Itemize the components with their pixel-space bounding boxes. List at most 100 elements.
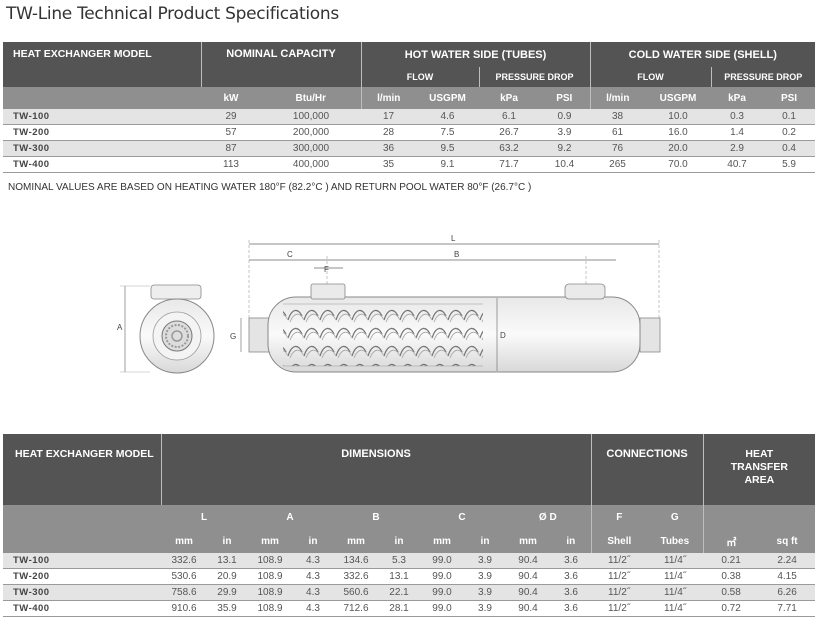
- data-cell: 3.6: [551, 568, 592, 585]
- cold-flow-header: FLOW: [589, 67, 712, 87]
- table-row: TW-400 113 400,000 35 9.1 71.7 10.4 265 …: [3, 156, 816, 173]
- data-cell: 3.9: [465, 553, 505, 569]
- data-cell: 3.6: [551, 584, 592, 601]
- data-cell: 0.21: [703, 553, 760, 569]
- group-spacer: [759, 505, 816, 529]
- group-label-d: Ø D: [505, 505, 592, 529]
- table-row: TW-200 57 200,000 28 7.5 26.7 3.9 61 16.…: [3, 124, 816, 141]
- data-cell: 758.6: [161, 584, 207, 601]
- group-label-l: L: [161, 505, 247, 529]
- data-cell: 40.7: [711, 156, 764, 173]
- data-cell: 530.6: [161, 568, 207, 585]
- data-cell: 11/4˝: [647, 568, 704, 585]
- group-label-b: B: [333, 505, 419, 529]
- data-cell: 2.9: [711, 140, 764, 157]
- data-cell: 9.1: [416, 156, 479, 173]
- data-cell: 265: [590, 156, 646, 173]
- dimensions-table: HEAT EXCHANGER MODEL DIMENSIONS CONNECTI…: [3, 434, 816, 617]
- unit-cell: l/min: [589, 87, 646, 109]
- data-cell: 28.1: [379, 600, 419, 617]
- data-cell: 71.7: [479, 156, 539, 173]
- performance-table: HEAT EXCHANGER MODEL NOMINAL CAPACITY HO…: [3, 42, 816, 173]
- data-cell: 910.6: [161, 600, 207, 617]
- group-spacer: [702, 505, 760, 529]
- data-cell: 16.0: [645, 124, 712, 141]
- data-cell: 90.4: [505, 584, 551, 601]
- cold-water-side-header: COLD WATER SIDE (SHELL): [589, 42, 816, 67]
- data-cell: 70.0: [645, 156, 712, 173]
- data-cell: 17: [361, 109, 416, 125]
- data-cell: 11/2˝: [591, 600, 648, 617]
- data-cell: 28: [361, 124, 416, 141]
- table-row: TW-200 530.6 20.9 108.9 4.3 332.6 13.1 9…: [3, 568, 816, 585]
- unit-cell: PSI: [763, 87, 816, 109]
- dimension-label-l: L: [451, 234, 456, 243]
- unit-spacer: [3, 529, 161, 553]
- data-cell: 4.3: [293, 568, 333, 585]
- table-row: TW-300 87 300,000 36 9.5 63.2 9.2 76 20.…: [3, 140, 816, 157]
- side-view: L B C F G D: [230, 234, 661, 373]
- data-cell: 3.9: [539, 124, 591, 141]
- dimension-label-c: C: [287, 250, 293, 259]
- unit-cell: USGPM: [645, 87, 712, 109]
- data-cell: 134.6: [333, 553, 379, 569]
- unit-cell: mm: [333, 529, 379, 553]
- data-cell: 0.72: [703, 600, 760, 617]
- data-cell: 99.0: [419, 584, 465, 601]
- data-cell: 22.1: [379, 584, 419, 601]
- data-cell: 11/4˝: [647, 600, 704, 617]
- data-cell: 3.9: [465, 568, 505, 585]
- data-cell: 4.6: [416, 109, 479, 125]
- end-view: A: [117, 284, 215, 374]
- data-cell: 13.1: [379, 568, 419, 585]
- data-cell: 10.4: [539, 156, 591, 173]
- table-row: TW-300 758.6 29.9 108.9 4.3 560.6 22.1 9…: [3, 584, 816, 601]
- data-cell: 332.6: [333, 568, 379, 585]
- model-cell: TW-400: [3, 600, 161, 617]
- unit-cell: l/min: [360, 87, 416, 109]
- data-cell: 332.6: [161, 553, 207, 569]
- data-cell: 2.24: [759, 553, 816, 569]
- unit-cell: mm: [419, 529, 465, 553]
- dimension-label-a: A: [117, 323, 123, 332]
- table-row: TW-100 29 100,000 17 4.6 6.1 0.9 38 10.0…: [3, 109, 816, 125]
- data-cell: 29.9: [207, 584, 247, 601]
- data-cell: 36: [361, 140, 416, 157]
- data-cell: 0.9: [539, 109, 591, 125]
- data-cell: 4.3: [293, 584, 333, 601]
- data-cell: 108.9: [247, 553, 293, 569]
- data-cell: 1.4: [711, 124, 764, 141]
- data-cell: 7.71: [759, 600, 816, 617]
- group-spacer: [3, 505, 161, 529]
- unit-cell: kPa: [711, 87, 764, 109]
- unit-cell: kPa: [479, 87, 539, 109]
- data-cell: 712.6: [333, 600, 379, 617]
- data-cell: 3.6: [551, 600, 592, 617]
- unit-cell: in: [379, 529, 419, 553]
- hot-pressure-drop-header: PRESSURE DROP: [478, 67, 591, 87]
- data-cell: 3.9: [465, 600, 505, 617]
- data-cell: 99.0: [419, 553, 465, 569]
- data-cell: 29: [201, 109, 261, 125]
- unit-cell: Btu/Hr: [261, 87, 361, 109]
- model-cell: TW-200: [3, 124, 201, 141]
- model-unit-spacer: [3, 87, 201, 109]
- model-cell: TW-100: [3, 109, 201, 125]
- data-cell: 87: [201, 140, 261, 157]
- data-cell: 0.4: [763, 140, 816, 157]
- data-cell: 99.0: [419, 568, 465, 585]
- unit-cell: PSI: [539, 87, 591, 109]
- connections-header: CONNECTIONS: [590, 434, 704, 505]
- hot-water-side-header: HOT WATER SIDE (TUBES): [360, 42, 591, 67]
- data-cell: 76: [590, 140, 646, 157]
- data-cell: 0.58: [703, 584, 760, 601]
- model-cell: TW-300: [3, 584, 161, 601]
- group-label-c: C: [419, 505, 505, 529]
- data-cell: 10.0: [645, 109, 712, 125]
- data-cell: 0.3: [711, 109, 764, 125]
- data-cell: 300,000: [261, 140, 361, 157]
- data-cell: 9.2: [539, 140, 591, 157]
- model-cell: TW-300: [3, 140, 201, 157]
- data-cell: 35.9: [207, 600, 247, 617]
- data-cell: 11/2˝: [591, 553, 648, 569]
